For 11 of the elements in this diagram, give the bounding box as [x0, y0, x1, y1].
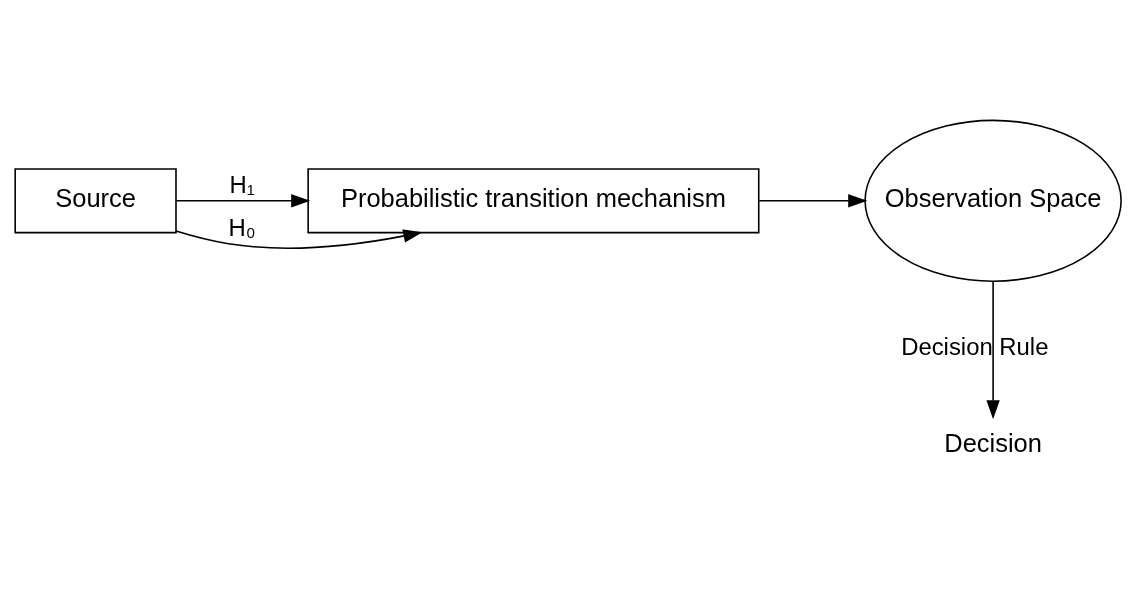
node-box: Probabilistic transition mechanism	[307, 168, 760, 234]
arrow	[175, 194, 311, 208]
arrow	[175, 229, 423, 249]
node-ellipse: Observation Space	[864, 119, 1122, 282]
arrow	[758, 194, 868, 208]
node-box: Source	[14, 168, 177, 234]
edge-label: H₁	[229, 170, 255, 198]
node-text: Decision	[944, 429, 1042, 458]
edge-label: Decision Rule	[901, 332, 1049, 360]
edge-label: H₀	[228, 213, 256, 241]
arrow	[986, 280, 1000, 420]
